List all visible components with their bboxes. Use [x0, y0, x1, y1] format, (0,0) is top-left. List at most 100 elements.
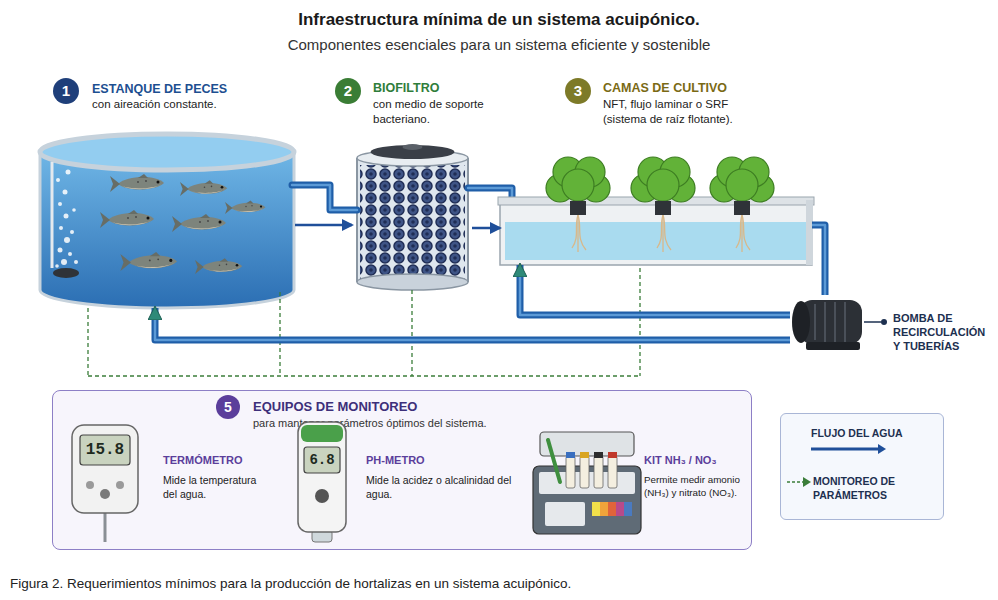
- fish-tank-part-part: [63, 190, 68, 195]
- lettuce-plant-part: [546, 157, 774, 202]
- grow-bed-part: [500, 200, 812, 265]
- callout-number: 2: [335, 78, 361, 104]
- node-body: con aireación constante.: [92, 97, 292, 112]
- ph-meter-device-part: [298, 422, 346, 532]
- biofilter-vessel-part: [357, 158, 468, 282]
- fish-tank-part-part: [64, 214, 69, 219]
- test-kit-part: [545, 502, 585, 526]
- test-kit-part: [594, 456, 603, 488]
- pipe-part: [292, 185, 357, 210]
- fish-tank-part: [55, 170, 78, 268]
- pump-part: [864, 321, 881, 323]
- pump-part-part: [824, 302, 826, 342]
- fish-tank-part: [225, 201, 266, 215]
- fish-tank-part-part: [66, 170, 71, 175]
- fish-tank-part: [195, 258, 242, 274]
- lettuce-plant-part: [570, 201, 750, 215]
- pipe: [292, 185, 512, 210]
- fish-tank-part-part: [70, 230, 74, 234]
- monitoring-leader-part: [88, 375, 640, 376]
- pump-part: [815, 302, 845, 342]
- fish-tank-part: [53, 268, 79, 278]
- biofilter-vessel-part: [467, 158, 469, 282]
- fish-tank-part: [51, 162, 54, 268]
- flow-arrow: [472, 227, 500, 230]
- display-reading: 6.8: [304, 447, 340, 473]
- pipe-connector: [812, 225, 825, 295]
- lettuce-plant-part-part: [577, 215, 578, 252]
- grow-bed: [498, 197, 814, 265]
- ph-meter-device-part: [315, 489, 329, 503]
- pump-part: [881, 319, 887, 325]
- fish-tank-part-part: [58, 248, 63, 253]
- thermometer-device-part: [86, 481, 94, 489]
- node-heading: EQUIPOS DE MONITOREO: [253, 398, 673, 415]
- thermometer-device-part: [104, 512, 107, 542]
- node-heading: ESTANQUE DE PECES: [92, 81, 292, 97]
- fish-tank-part-part: [72, 208, 76, 212]
- callout-number: 1: [53, 78, 79, 104]
- test-kit-part: [548, 440, 560, 482]
- lettuce-plant-part-part: [663, 215, 671, 250]
- node-body: Permite medir amonio (NH₃) y nitrato (NO…: [644, 473, 752, 499]
- node-heading: CAMAS DE CULTIVO: [603, 80, 803, 96]
- lettuce-plant-part-part: [570, 201, 586, 215]
- fish-tank-part: [40, 134, 294, 170]
- fish-tank-part: [180, 180, 227, 196]
- monitoring-leader-part: [411, 290, 412, 376]
- fish-tank-part-part: [68, 252, 72, 256]
- legend-line: [811, 448, 879, 451]
- pump-part-part: [844, 302, 846, 342]
- biofilter-vessel-part: [403, 144, 423, 150]
- ph-meter-device: [298, 422, 346, 542]
- biofilter-vessel-part: [357, 274, 468, 290]
- component-node: ESTANQUE DE PECEScon aireación constante…: [40, 135, 295, 308]
- fish-tank-part: [110, 174, 164, 192]
- ph-meter-device-part: [304, 447, 340, 473]
- lettuce-plant: [546, 157, 774, 252]
- node-heading: PH-METRO: [366, 453, 506, 467]
- monitoring-leader: [88, 268, 640, 376]
- lettuce-plant-part-part: [742, 215, 750, 250]
- fish-tank-part-part: [74, 260, 78, 264]
- test-kit-part: [608, 502, 616, 516]
- grow-bed-part: [806, 200, 813, 265]
- fish-tank-part-part: [59, 226, 63, 230]
- pipe-wall: [812, 225, 825, 295]
- thermometer-device-part: [80, 435, 130, 465]
- node-body: con medio de soporte bacteriano.: [373, 97, 508, 127]
- lettuce-plant-part: [572, 215, 750, 252]
- pipe-connector: [520, 265, 790, 315]
- node-heading: KIT NH₃ / NO₃: [644, 453, 752, 467]
- legend-line: [787, 481, 804, 483]
- biofilter-vessel-part: [371, 145, 455, 159]
- fish-tank-part-part: [64, 237, 70, 243]
- biofilter-vessel-part: [360, 165, 465, 279]
- callout-number: 5: [216, 395, 240, 419]
- lettuce-plant-part-part: [562, 169, 594, 201]
- biofilter-vessel-part: [356, 158, 358, 282]
- test-kit-part: [608, 452, 617, 458]
- test-kit-part: [566, 456, 575, 488]
- legend-sample: [787, 476, 811, 488]
- pipe-wall: [520, 265, 790, 315]
- pipe-core: [520, 265, 790, 315]
- lettuce-plant-part-part: [734, 201, 750, 215]
- test-kit-part: [624, 502, 632, 516]
- grow-bed-part: [505, 222, 807, 260]
- legend-sample: [811, 442, 886, 456]
- group-box: EQUIPOS DE MONITOREOpara mantener paráme…: [52, 390, 752, 550]
- lettuce-plant-part-part: [578, 215, 586, 250]
- diagram-title: Infraestructura mínima de un sistema acu…: [0, 9, 998, 31]
- node-heading: TERMÓMETRO: [163, 453, 268, 467]
- thermometer-device: [72, 425, 138, 542]
- test-kit-part: [608, 456, 617, 488]
- node-heading: BIOFILTRO: [373, 80, 493, 96]
- legend-arrowhead: [878, 444, 886, 454]
- pump-part: [792, 301, 810, 343]
- legend-arrowhead: [803, 477, 811, 487]
- fish-tank-part-part: [58, 202, 62, 206]
- test-kit-part: [592, 502, 600, 516]
